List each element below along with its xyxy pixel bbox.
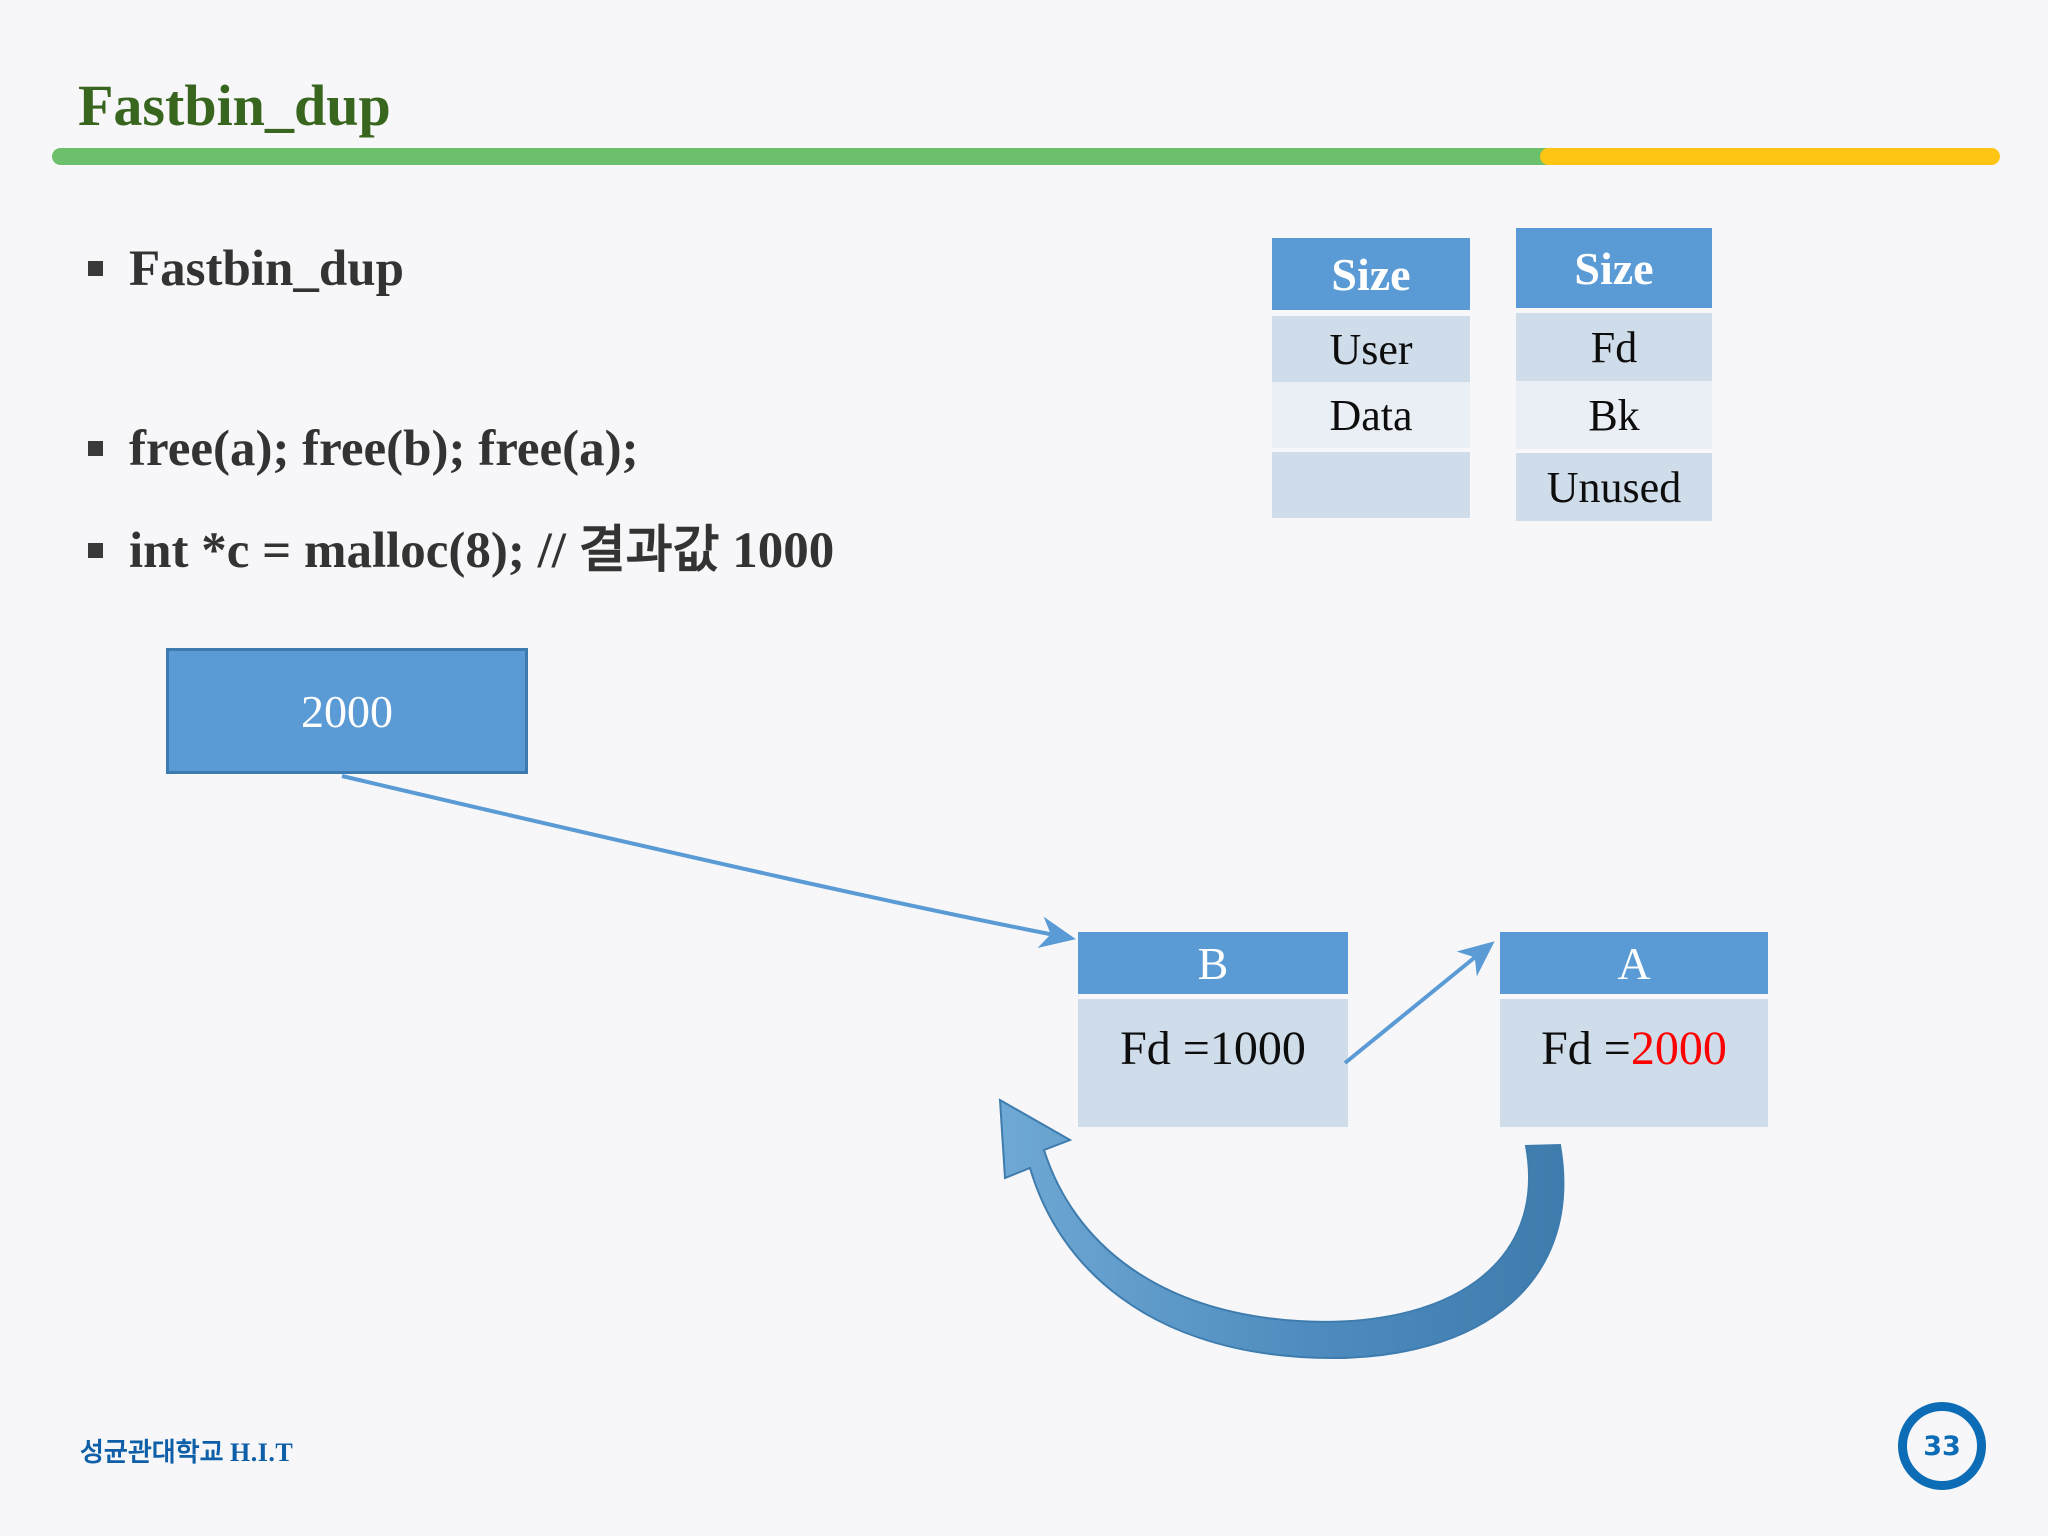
chunk-table-allocated: Size User Data xyxy=(1272,238,1470,518)
chunk-table-allocated-row-2 xyxy=(1272,452,1470,518)
node-box-a-body: Fd = 2000 xyxy=(1500,999,1768,1127)
node-box-a-header: A xyxy=(1500,932,1768,994)
bullet-2-post: 1000 xyxy=(719,523,835,579)
bullet-marker-icon xyxy=(88,261,103,276)
bullet-2-korean: 결과값 xyxy=(578,521,720,580)
chunk-table-allocated-row-0: User xyxy=(1272,316,1470,382)
node-box-b: B Fd = 1000 xyxy=(1078,932,1348,1127)
page-title: Fastbin_dup xyxy=(78,73,391,138)
bullet-label-2: int *c = malloc(8); // 결과값 1000 xyxy=(129,508,834,582)
chunk-table-freed-row-1: Bk xyxy=(1516,381,1712,449)
bullet-label-0: Fastbin_dup xyxy=(129,241,404,297)
bullet-marker-icon xyxy=(88,543,103,558)
footer-logo: 성균관대학교 H.I.T xyxy=(80,1432,293,1469)
bullet-2-pre: int *c = malloc(8); // xyxy=(129,523,579,579)
title-rule-yellow xyxy=(1540,148,2000,165)
page-number-badge: 33 xyxy=(1898,1402,1986,1490)
bullet-marker-icon xyxy=(88,441,103,456)
footer-logo-korean: 성균관대학교 xyxy=(80,1438,224,1468)
chunk-table-allocated-row-1: Data xyxy=(1272,382,1470,448)
chunk-table-freed: Size Fd Bk Unused xyxy=(1516,228,1712,521)
bullet-item-2: int *c = malloc(8); // 결과값 1000 xyxy=(88,508,834,582)
node-box-b-body: Fd = 1000 xyxy=(1078,999,1348,1127)
node-a-fd-label: Fd = xyxy=(1541,1022,1631,1075)
bullet-label-1: free(a); free(b); free(a); xyxy=(129,421,639,477)
bullet-item-1: free(a); free(b); free(a); xyxy=(88,420,639,478)
chunk-table-allocated-header: Size xyxy=(1272,238,1470,310)
pointer-box-2000: 2000 xyxy=(166,648,528,774)
arrow-pointer-to-b xyxy=(341,774,1076,948)
node-a-fd-value: 2000 xyxy=(1630,1022,1727,1075)
arrow-b-to-a xyxy=(1343,941,1495,1065)
arrow-a-to-b-loop xyxy=(998,1098,1565,1359)
chunk-table-freed-header: Size xyxy=(1516,228,1712,308)
node-box-a: A Fd = 2000 xyxy=(1500,932,1768,1127)
title-rule-green xyxy=(52,148,1624,165)
chunk-table-freed-row-2: Unused xyxy=(1516,453,1712,521)
node-b-fd-label: Fd = xyxy=(1120,1022,1210,1075)
node-b-fd-value: 1000 xyxy=(1209,1022,1306,1075)
bullet-item-0: Fastbin_dup xyxy=(88,240,404,298)
node-box-b-header: B xyxy=(1078,932,1348,994)
footer-logo-latin: H.I.T xyxy=(230,1438,294,1467)
chunk-table-freed-row-0: Fd xyxy=(1516,313,1712,381)
